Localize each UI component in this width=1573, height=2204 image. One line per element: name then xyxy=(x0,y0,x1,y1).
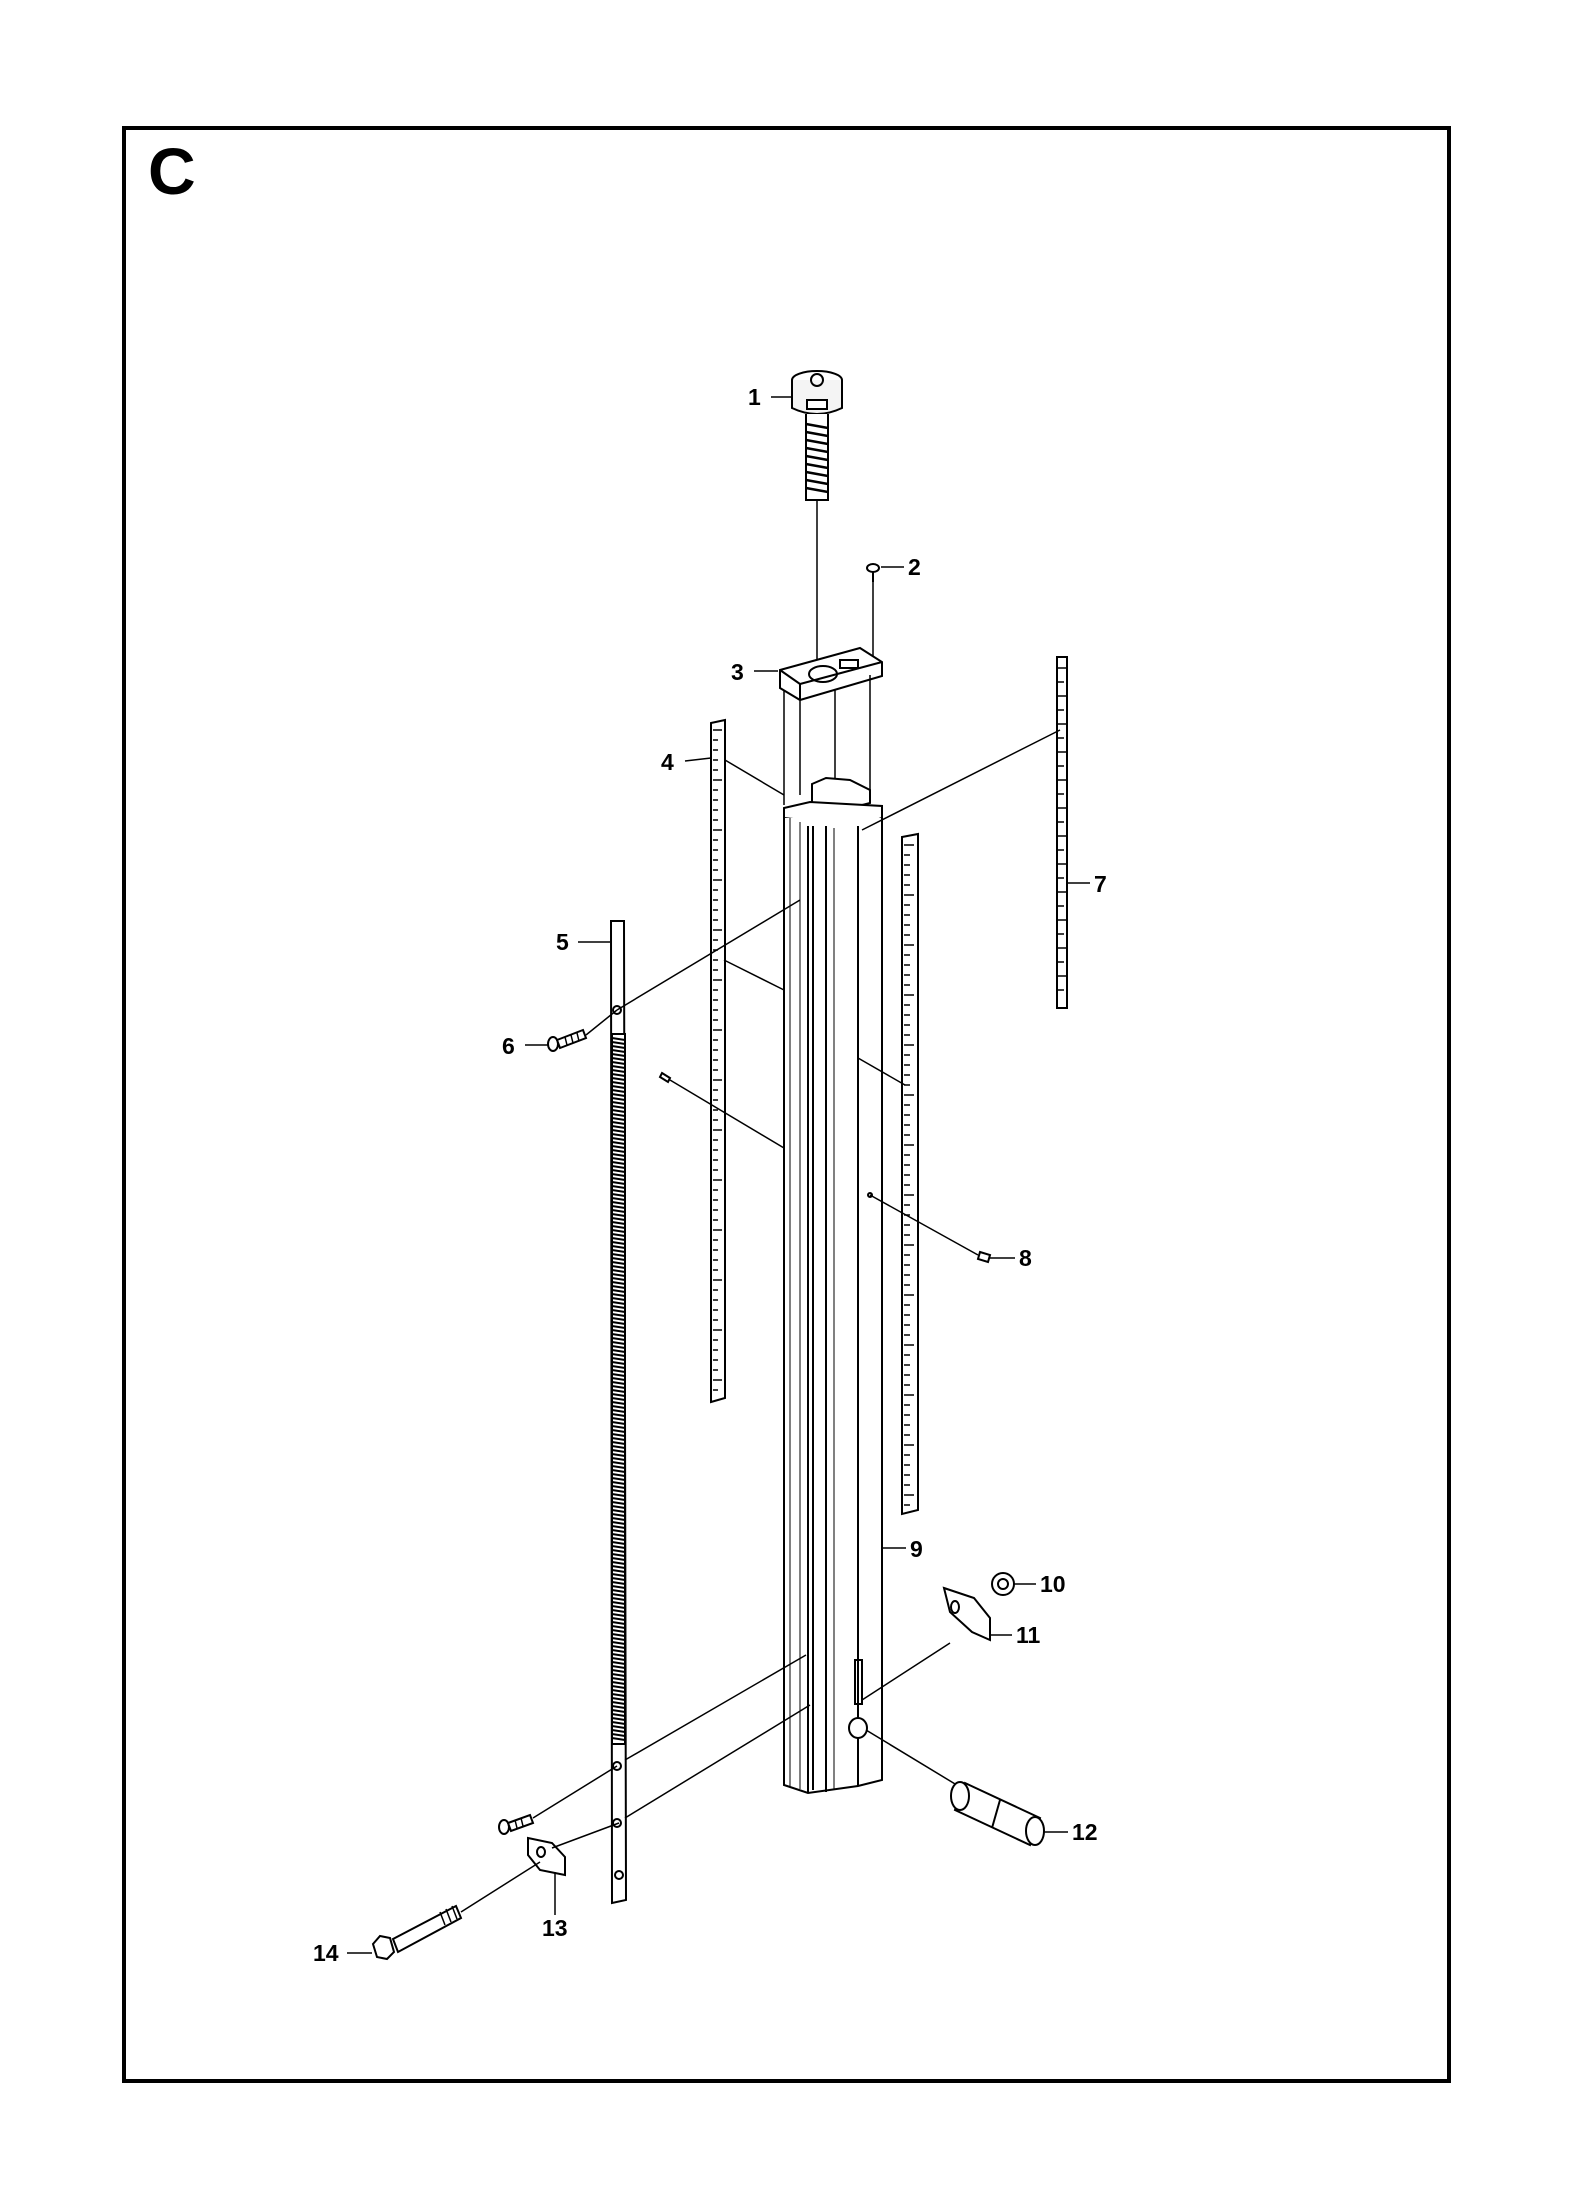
diagram-frame xyxy=(122,126,1451,2083)
assembly-guide-lines xyxy=(624,729,1061,1819)
part-3-top-cap xyxy=(779,646,883,702)
lower-screw xyxy=(498,1765,618,1835)
part-9-column xyxy=(783,675,883,1795)
callout-1: 1 xyxy=(748,384,761,410)
callout-5: 5 xyxy=(556,929,569,955)
callout-13: 13 xyxy=(542,1915,568,1941)
callout-10: 10 xyxy=(1040,1571,1066,1597)
part-8-pin xyxy=(867,1192,992,1264)
scale-tick-marks xyxy=(713,667,1068,1506)
callout-4: 4 xyxy=(661,749,674,775)
pin-left xyxy=(658,1071,785,1149)
callout-7: 7 xyxy=(1094,871,1107,897)
part-1-cap-screw xyxy=(791,370,843,660)
callout-14: 14 xyxy=(313,1940,339,1966)
part-5-rack-bar xyxy=(609,920,628,1905)
part-10-nut xyxy=(991,1572,1015,1596)
callout-9: 9 xyxy=(910,1536,923,1562)
part-2-small-screw xyxy=(866,563,880,660)
section-label: C xyxy=(148,134,196,208)
callout-numbers: 1 2 3 4 5 6 7 8 9 10 11 12 13 14 xyxy=(313,384,1107,1966)
callout-2: 2 xyxy=(908,554,921,580)
part-13-nut-plate xyxy=(527,1822,620,1877)
callout-11: 11 xyxy=(1016,1622,1041,1648)
callout-3: 3 xyxy=(731,659,744,685)
callout-12: 12 xyxy=(1072,1819,1098,1845)
part-14-hex-bolt xyxy=(371,1861,541,1961)
callout-6: 6 xyxy=(502,1033,515,1059)
callout-leaders xyxy=(347,396,1090,1954)
middle-scale-strip xyxy=(901,832,919,1516)
callout-8: 8 xyxy=(1019,1245,1032,1271)
part-11-bracket xyxy=(942,1586,991,1642)
part-6-screw xyxy=(547,899,801,1052)
part-12-cylinder xyxy=(950,1781,1045,1847)
